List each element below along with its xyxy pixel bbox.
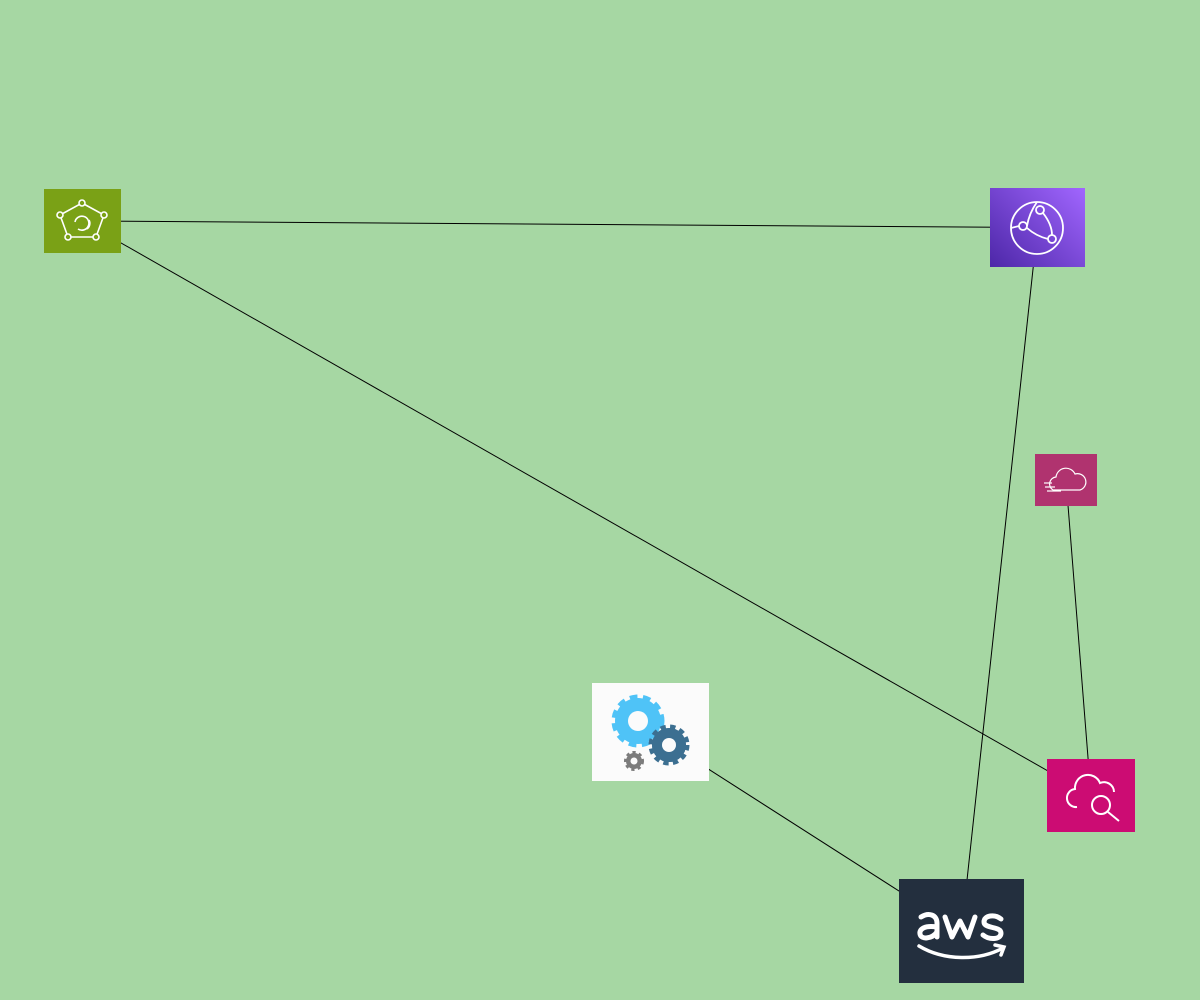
aws-logo	[917, 912, 1007, 960]
edge-network-node-to-aws-node	[958, 227, 1038, 932]
aws-node[interactable]	[899, 879, 1024, 983]
graph-network-icon	[56, 199, 108, 241]
cloud-streaming-icon	[1044, 467, 1087, 492]
gears-node[interactable]	[592, 683, 709, 781]
global-network-node[interactable]	[990, 188, 1085, 267]
edge-network-node-to-graph-node	[81, 217, 1038, 228]
cloud-search-node[interactable]	[1047, 759, 1135, 832]
cloud-search-icon	[1066, 773, 1120, 822]
edge-cloud-node-to-cloud-search-node	[1065, 479, 1095, 797]
edge-cloud-search-node-to-graph-node	[81, 220, 1092, 796]
cloud-streaming-node[interactable]	[1035, 454, 1097, 506]
global-network-icon	[1010, 201, 1064, 255]
graph-network-node[interactable]	[44, 189, 121, 253]
gears-icon	[611, 694, 690, 771]
